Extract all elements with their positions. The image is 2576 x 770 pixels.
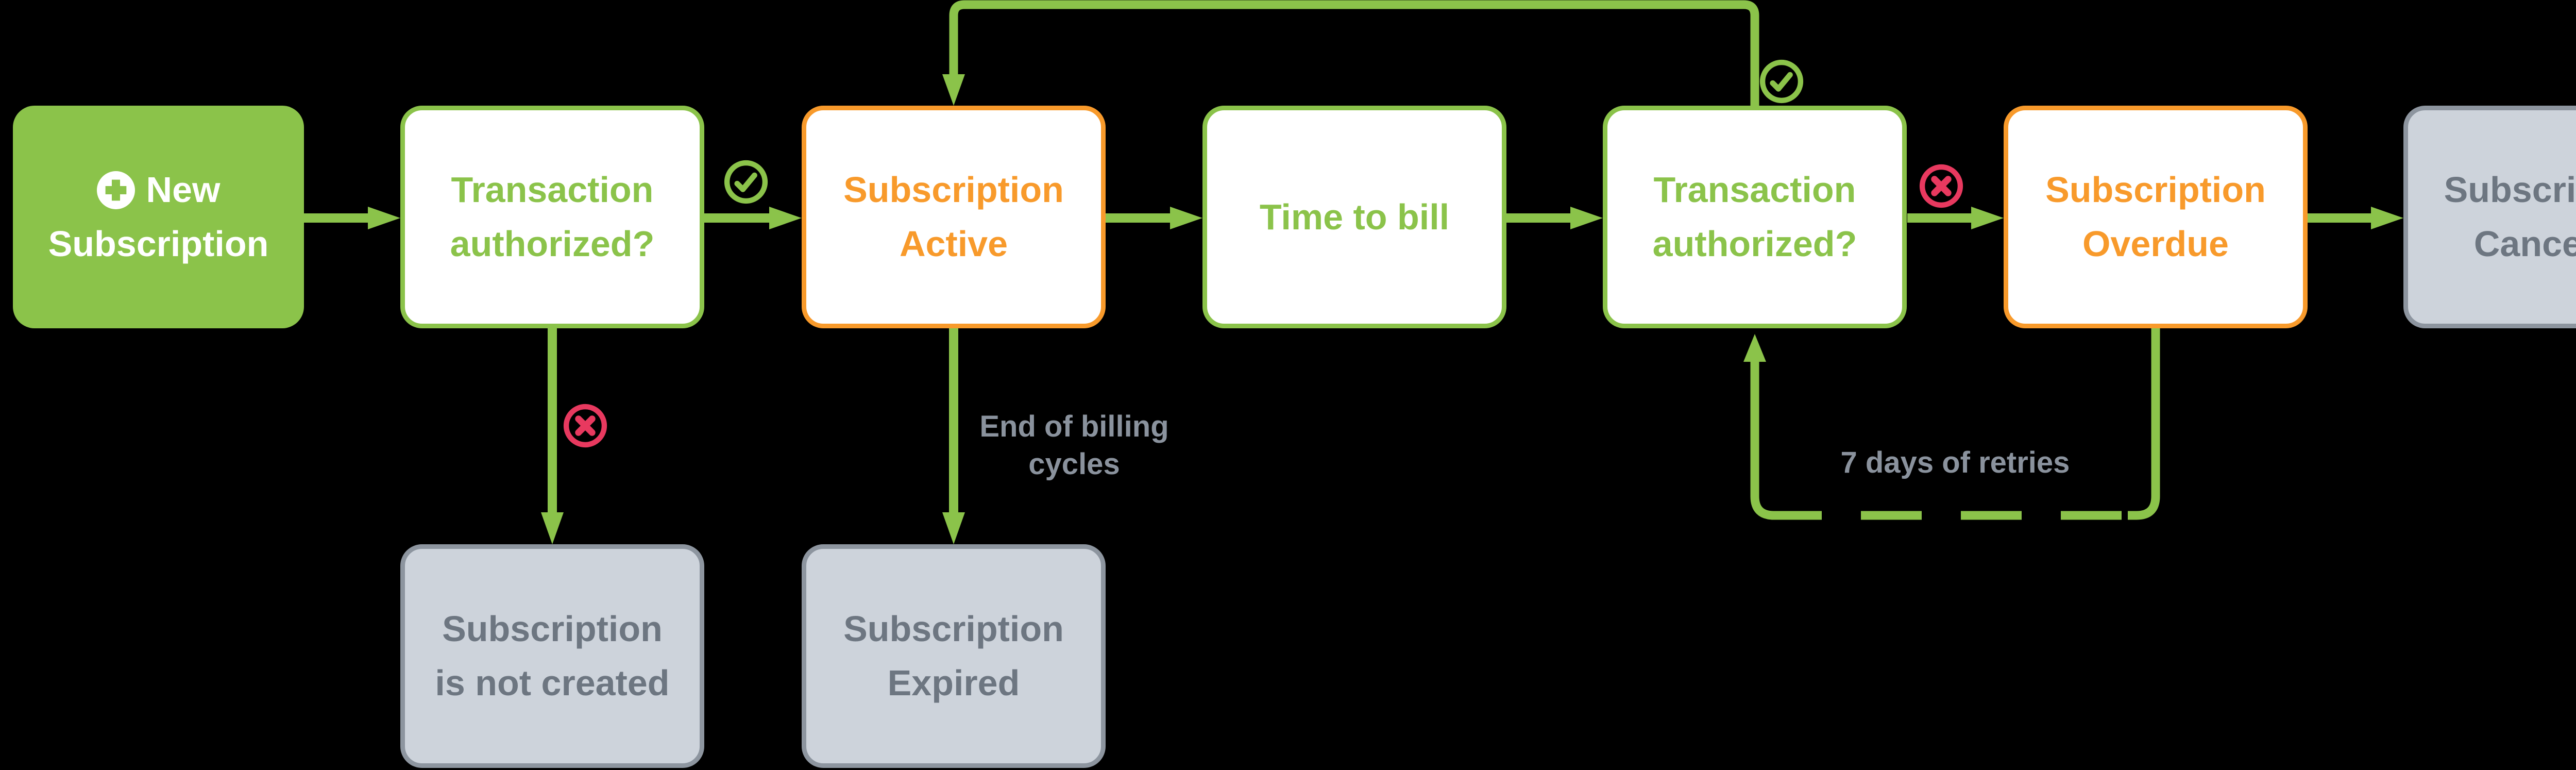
node-subscription-active: Subscription Active bbox=[802, 106, 1106, 328]
check-circle-icon bbox=[724, 160, 768, 204]
node-label: New bbox=[146, 170, 221, 210]
node-label: Subscription Overdue bbox=[2045, 170, 2266, 264]
node-label: Subscription bbox=[48, 224, 269, 264]
node-subscription-canceled: Subscription Canceled bbox=[2403, 106, 2576, 328]
node-subscription-not-created: Subscription is not created bbox=[400, 544, 704, 768]
node-subscription-expired: Subscription Expired bbox=[802, 544, 1106, 768]
arrow-authorized1-to-active bbox=[704, 207, 802, 229]
node-new-subscription: New Subscription bbox=[13, 106, 304, 328]
node-transaction-authorized-1: Transaction authorized? bbox=[400, 106, 704, 328]
node-label: Subscription Expired bbox=[843, 609, 1064, 703]
plus-circle-icon bbox=[96, 171, 135, 209]
arrow-authorized1-to-notcreated bbox=[541, 328, 564, 544]
arrow-overdue-to-canceled bbox=[2308, 207, 2403, 229]
arrow-retry-overdue-to-authorized2 bbox=[1743, 328, 2160, 520]
edge-label-seven-days-of-retries: 7 days of retries bbox=[1840, 446, 2070, 479]
cross-circle-icon bbox=[563, 404, 607, 448]
cross-circle-icon bbox=[1919, 164, 1963, 208]
arrow-authorized2-to-overdue bbox=[1907, 207, 2004, 229]
check-circle-icon bbox=[1759, 59, 1804, 104]
arrow-active-to-timetobill bbox=[1106, 207, 1202, 229]
arrow-active-to-expired bbox=[942, 328, 965, 544]
node-label: Time to bill bbox=[1259, 196, 1450, 237]
node-label: Transaction authorized? bbox=[450, 170, 655, 264]
arrow-timetobill-to-authorized2 bbox=[1506, 207, 1603, 229]
arrow-new-to-authorized1 bbox=[304, 207, 400, 229]
node-label: Subscription Canceled bbox=[2444, 170, 2576, 264]
arrow-loop-authorized2-to-active bbox=[942, 0, 1759, 106]
node-label: Subscription Active bbox=[843, 170, 1064, 264]
node-transaction-authorized-2: Transaction authorized? bbox=[1603, 106, 1907, 328]
node-label: Subscription is not created bbox=[435, 609, 670, 703]
node-label: Transaction authorized? bbox=[1652, 170, 1857, 264]
node-subscription-overdue: Subscription Overdue bbox=[2004, 106, 2308, 328]
edge-label-end-of-billing-cycles: End of billing cycles bbox=[979, 410, 1169, 481]
node-time-to-bill: Time to bill bbox=[1202, 106, 1506, 328]
